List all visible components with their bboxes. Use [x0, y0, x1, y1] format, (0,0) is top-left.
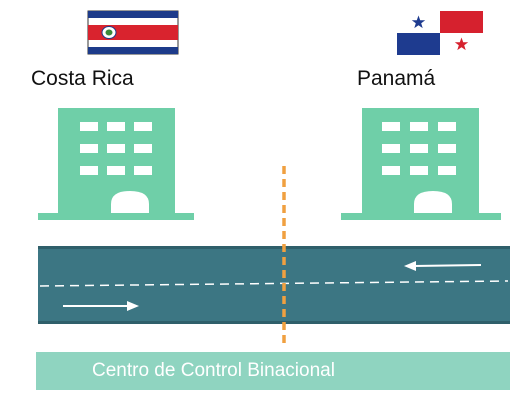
costa-rica-building [38, 108, 194, 220]
road [38, 246, 510, 324]
door-icon [111, 191, 149, 213]
star-icon [411, 15, 426, 29]
door-icon [414, 191, 452, 213]
arrow-left-icon [404, 261, 482, 271]
costa-rica-label: Costa Rica [31, 67, 134, 90]
star-icon [454, 37, 469, 51]
lane-divider [39, 280, 509, 287]
arrow-right-icon [63, 301, 139, 311]
panama-label: Panamá [357, 67, 436, 90]
panama-flag [397, 11, 483, 55]
control-center-banner [36, 352, 510, 390]
control-center-label: Centro de Control Binacional [92, 360, 335, 381]
panama-building [341, 108, 501, 220]
costa-rica-flag [87, 10, 179, 55]
